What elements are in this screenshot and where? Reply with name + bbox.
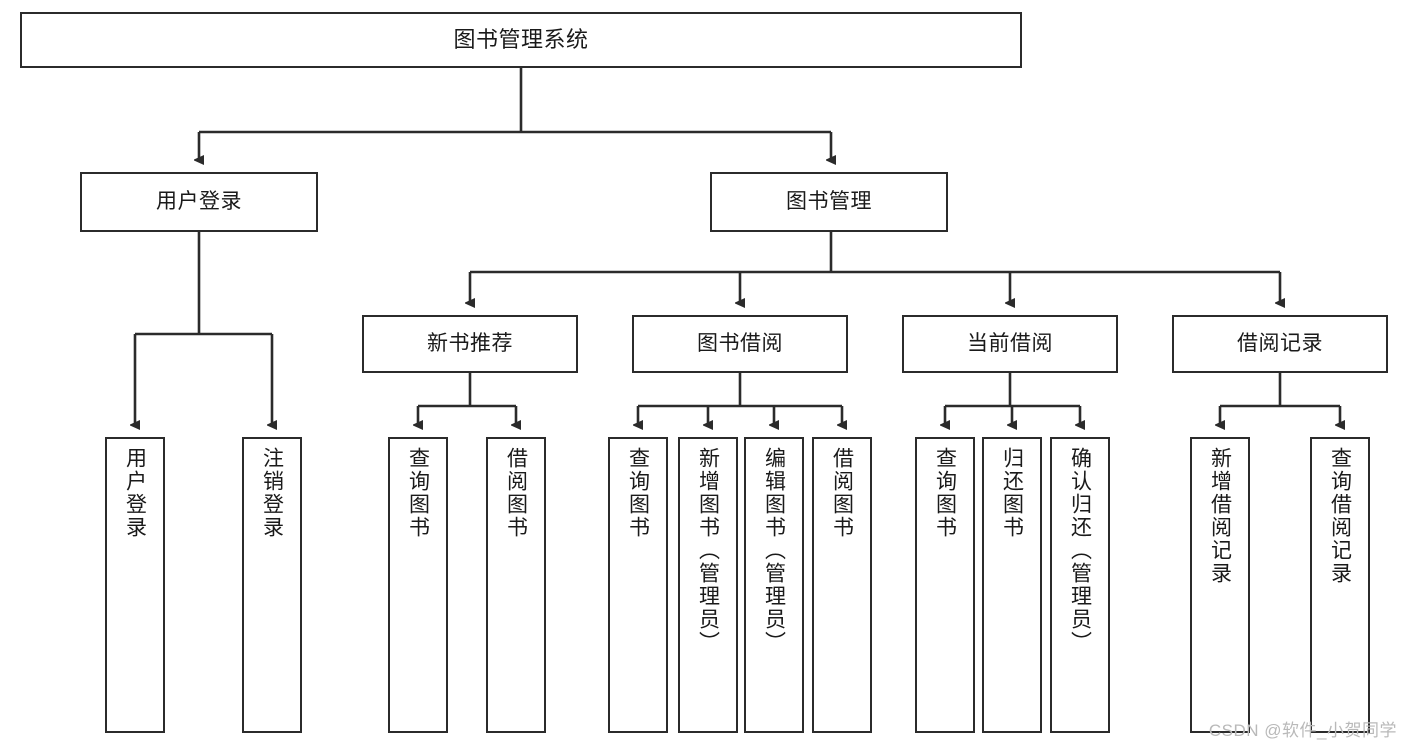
- node-user-login-label: 用户登录: [156, 189, 242, 213]
- leaf-user-login-label: 用户登录: [123, 447, 147, 539]
- node-root[interactable]: 图书管理系统: [20, 12, 1022, 68]
- leaf-query-book-bb-label: 查询图书: [626, 447, 650, 539]
- leaf-add-borrow-record-label: 新增借阅记录: [1208, 447, 1232, 585]
- node-book-borrow[interactable]: 图书借阅: [632, 315, 848, 373]
- node-book-borrow-label: 图书借阅: [697, 331, 783, 355]
- leaf-query-book-nbr-label: 查询图书: [406, 447, 430, 539]
- leaf-logout-label: 注销登录: [260, 447, 284, 539]
- node-book-management[interactable]: 图书管理: [710, 172, 948, 232]
- leaf-logout[interactable]: 注销登录: [242, 437, 302, 733]
- leaf-query-borrow-record[interactable]: 查询借阅记录: [1310, 437, 1370, 733]
- leaf-query-book-cb-label: 查询图书: [933, 447, 957, 539]
- csdn-watermark: CSDN @软件_小贺同学: [1208, 721, 1397, 740]
- leaf-return-book[interactable]: 归还图书: [982, 437, 1042, 733]
- leaf-user-login[interactable]: 用户登录: [105, 437, 165, 733]
- leaf-query-borrow-record-label: 查询借阅记录: [1328, 447, 1352, 585]
- leaf-borrow-book-nbr[interactable]: 借阅图书: [486, 437, 546, 733]
- node-new-book-recommend[interactable]: 新书推荐: [362, 315, 578, 373]
- node-borrow-record-label: 借阅记录: [1237, 331, 1323, 355]
- leaf-edit-book-admin[interactable]: 编辑图书（管理员）: [744, 437, 804, 733]
- leaf-return-book-label: 归还图书: [1000, 447, 1024, 539]
- leaf-confirm-return-admin[interactable]: 确认归还（管理员）: [1050, 437, 1110, 733]
- leaf-query-book-nbr[interactable]: 查询图书: [388, 437, 448, 733]
- leaf-add-book-admin[interactable]: 新增图书（管理员）: [678, 437, 738, 733]
- leaf-confirm-return-admin-label: 确认归还（管理员）: [1068, 447, 1092, 654]
- node-root-label: 图书管理系统: [453, 27, 589, 53]
- leaf-query-book-cb[interactable]: 查询图书: [915, 437, 975, 733]
- node-book-management-label: 图书管理: [786, 189, 872, 213]
- leaf-add-borrow-record[interactable]: 新增借阅记录: [1190, 437, 1250, 733]
- node-current-borrow-label: 当前借阅: [967, 331, 1053, 355]
- leaf-borrow-book-bb[interactable]: 借阅图书: [812, 437, 872, 733]
- node-borrow-record[interactable]: 借阅记录: [1172, 315, 1388, 373]
- node-current-borrow[interactable]: 当前借阅: [902, 315, 1118, 373]
- leaf-borrow-book-nbr-label: 借阅图书: [504, 447, 528, 539]
- leaf-borrow-book-bb-label: 借阅图书: [830, 447, 854, 539]
- node-user-login[interactable]: 用户登录: [80, 172, 318, 232]
- leaf-edit-book-admin-label: 编辑图书（管理员）: [762, 447, 786, 654]
- leaf-add-book-admin-label: 新增图书（管理员）: [696, 447, 720, 654]
- leaf-query-book-bb[interactable]: 查询图书: [608, 437, 668, 733]
- node-new-book-recommend-label: 新书推荐: [427, 331, 513, 355]
